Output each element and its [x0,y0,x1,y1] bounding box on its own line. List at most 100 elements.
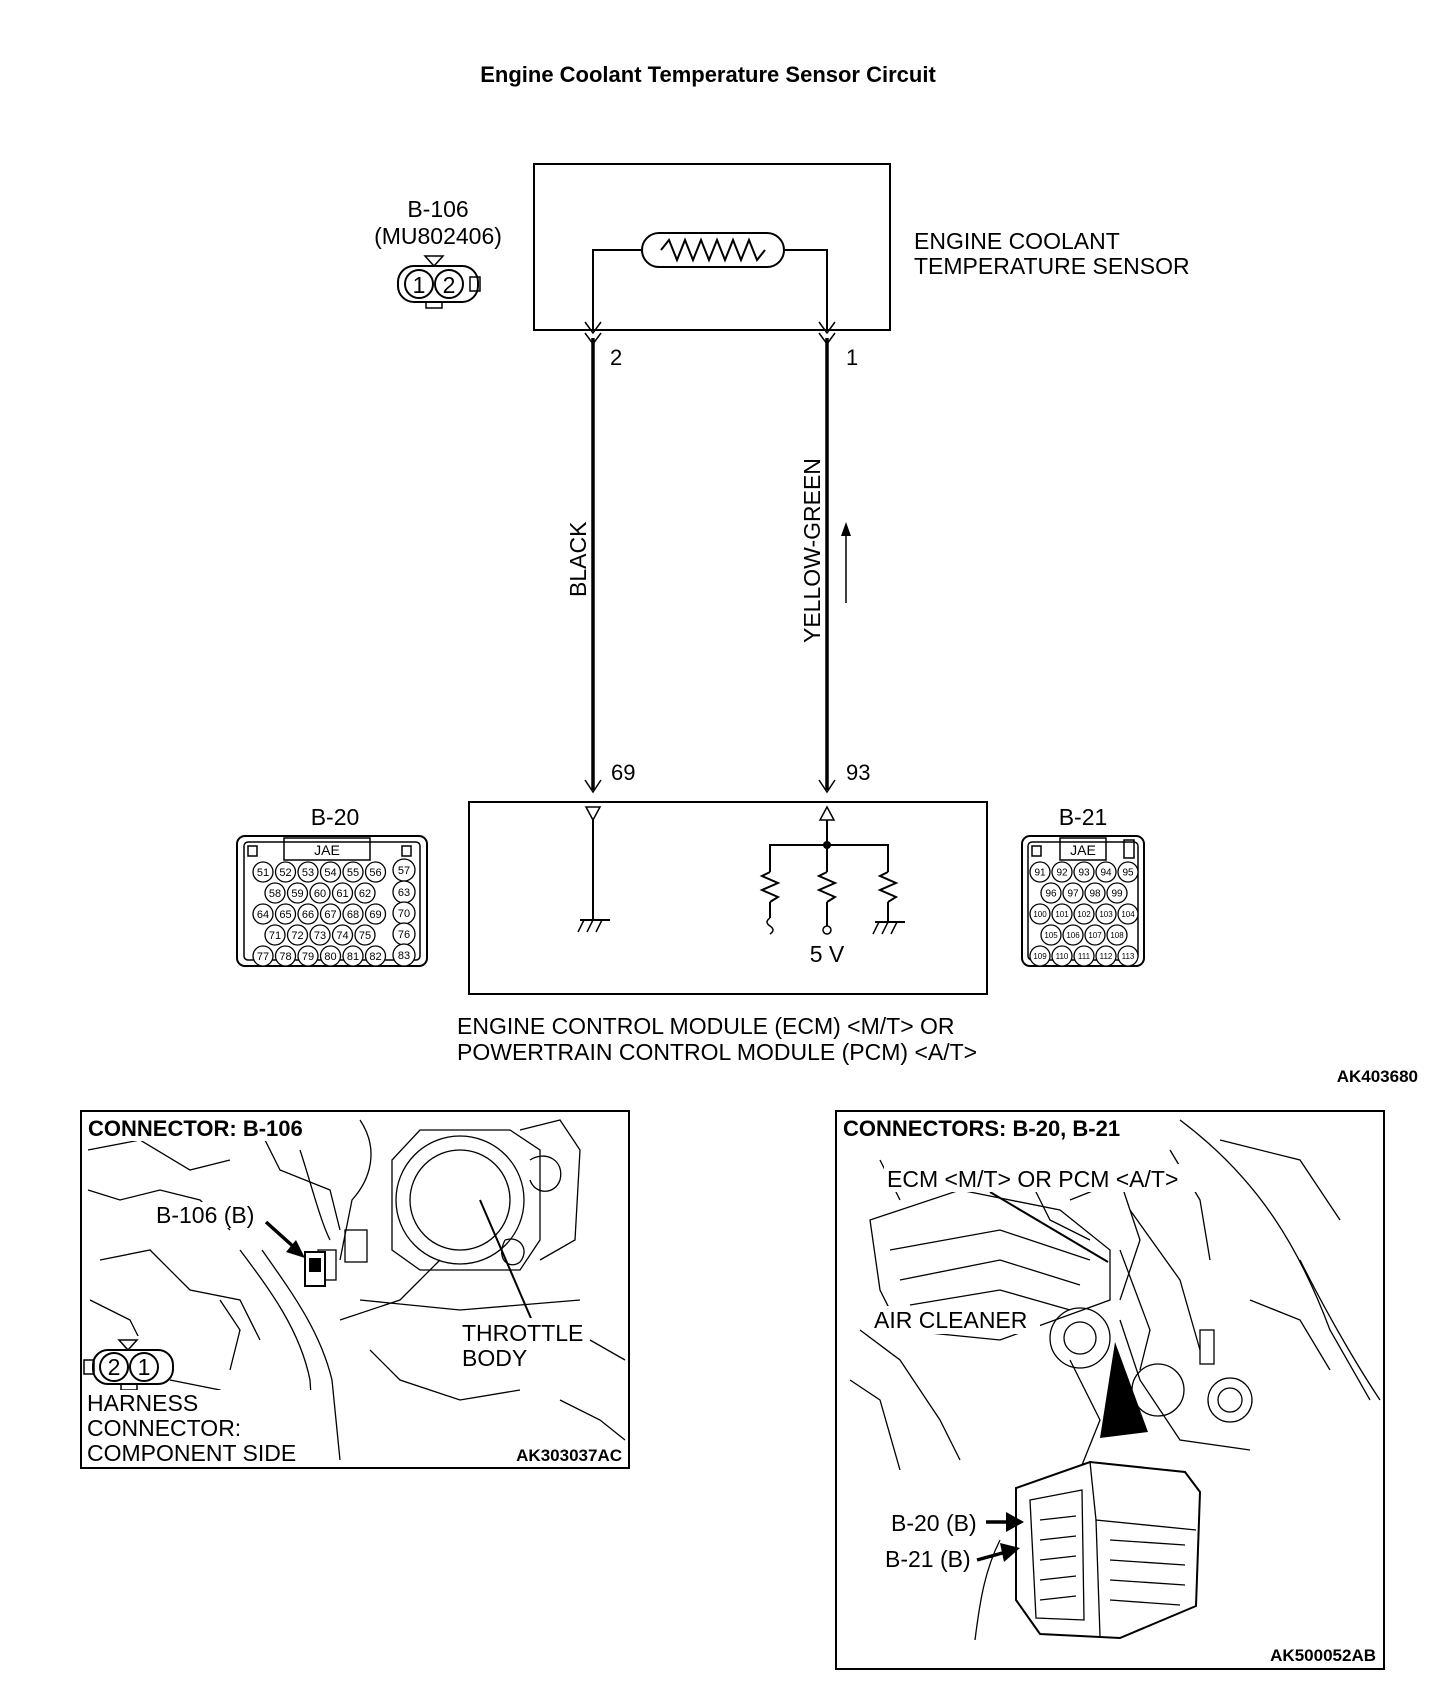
connector-pin [1117,861,1139,883]
ecm-label-line1: ENGINE CONTROL MODULE (ECM) <M/T> OR [457,1013,955,1039]
connector-pin [274,861,297,883]
ground-symbol-right [872,921,905,935]
connector-pin [1062,924,1084,946]
connector-pin [252,945,274,967]
panel-left-throttle-line2: BODY [462,1345,527,1371]
connector-pin [286,882,309,904]
ecm-pin-left: 69 [611,760,635,785]
connector-pin-label: 101 [1055,910,1069,919]
connector-pin [286,924,309,946]
connector-pin-label: 61 [336,888,348,900]
connector-pin-label: 102 [1077,910,1091,919]
connector-pin-label: 70 [398,908,410,920]
connector-pin-label: 63 [398,887,410,899]
connector-pin-label: 54 [324,867,336,879]
connector-pin-label: 109 [1033,952,1047,961]
connector-pin [1073,945,1095,967]
left-resistor-tilde [766,917,774,935]
connector-pin [309,924,331,946]
panel-left-callout: B-106 (B) [156,1202,254,1228]
connector-pin-label: 80 [324,951,336,963]
connector-pin-label: 94 [1100,868,1112,879]
wire-black-label: BLACK [565,521,591,597]
connector-pin [297,903,319,925]
connector-pin-label: 78 [279,951,291,963]
connector-pin-label: 77 [257,951,269,963]
connector-pin [319,903,342,925]
supply-terminal [822,925,832,935]
connector-pin [354,882,376,904]
panel-right-air-cleaner: AIR CLEANER [874,1307,1027,1333]
connector-pin-label: 96 [1045,889,1057,900]
ecm-label-line2: POWERTRAIN CONTROL MODULE (PCM) <A/T> [457,1039,977,1065]
b20-callout-arrow [983,1512,1024,1532]
panel-left-throttle-line1: THROTTLE [462,1320,583,1346]
sensor-pin-right: 1 [846,345,858,370]
connector-pin-label: 113 [1122,952,1135,961]
connector-pin [1051,861,1073,883]
connector-pin-label: 69 [369,909,381,921]
connector-pin-label: 76 [398,929,410,941]
connector-pin [1117,945,1139,967]
connector-pin-label: 58 [269,888,281,900]
connector-pin-label: 53 [302,867,314,879]
panel-right-callout-b21: B-21 (B) [885,1546,971,1572]
connector-pin-label: 59 [291,888,303,900]
harness-pin-1: 1 [138,1354,151,1380]
connector-pin [264,924,286,946]
connector-pin [1062,882,1084,904]
connector-pin [1095,945,1117,967]
connector-pin [1029,903,1051,925]
ecm-pin-right: 93 [846,760,870,785]
ground-symbol-left [577,919,610,933]
sensor-part-number: (MU802406) [374,223,502,249]
connector-pin-label: 66 [302,909,314,921]
b106-pin-1: 1 [413,272,426,298]
connector-pin [342,945,364,967]
connector-pin-label: 60 [314,888,326,900]
connector-pin [309,882,331,904]
connector-pin [1073,903,1095,925]
connector-pin [331,882,354,904]
connector-pin [297,861,319,883]
connector-pin-label: 57 [398,865,410,877]
connector-pin-label: 100 [1033,910,1047,919]
connector-pin [1084,924,1106,946]
connector-pin-label: 74 [336,930,348,942]
b106-callout-arrow [264,1220,305,1258]
connector-pin-label: 72 [291,930,303,942]
sensor-label-line2: TEMPERATURE SENSOR [914,253,1190,279]
connector-pin [1029,945,1051,967]
connector-pin [364,945,387,967]
connector-b21-brand: JAE [1070,842,1096,858]
panel-left-code: AK303037AC [516,1446,622,1465]
connector-pin [274,903,297,925]
connector-pin-label: 99 [1111,889,1123,900]
connector-pin [319,945,342,967]
connector-pin-label: 52 [279,867,291,879]
connector-pin [392,943,416,967]
sensor-pin-left: 2 [610,345,622,370]
connector-b20-brand: JAE [314,842,340,858]
connector-pin-label: 55 [347,867,359,879]
connector-pin-label: 73 [314,930,326,942]
ecm-unit-sketch [974,1460,1202,1641]
connector-pin-label: 75 [359,930,371,942]
connector-pin-label: 82 [369,951,381,963]
connector-pin-label: 93 [1078,868,1090,879]
diagram-code: AK403680 [1337,1067,1418,1086]
connector-pin [252,903,274,925]
location-pointer [1100,1342,1148,1438]
connector-pin [1040,882,1062,904]
connector-pin [342,903,364,925]
connector-pin-label: 98 [1089,889,1101,900]
panel-connectors-b20-b21: CONNECTORS: B-20, B-21 ECM <M/T> OR PCM … [835,1110,1385,1670]
connector-pin-label: 111 [1078,952,1091,961]
connector-pin [1073,861,1095,883]
connector-pin-label: 103 [1099,910,1113,919]
panel-connector-b106: CONNECTOR: B-106 B-106 (B) THROTTLE BODY… [80,1110,630,1469]
connector-pin [264,882,286,904]
panel-right-heading: CONNECTORS: B-20, B-21 [843,1116,1120,1141]
